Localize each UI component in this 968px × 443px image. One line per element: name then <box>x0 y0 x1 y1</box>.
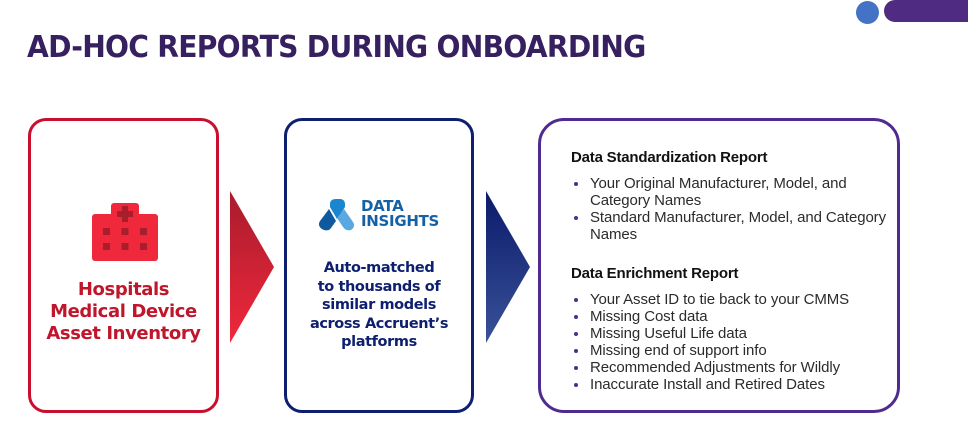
list-item: Your Original Manufacturer, Model, and C… <box>571 175 887 209</box>
insights-line: Auto-matched <box>323 260 435 276</box>
bullet-icon <box>574 315 578 319</box>
list-item-text: Your Asset ID to tie back to your CMMS <box>590 291 850 308</box>
bullet-icon <box>574 216 578 220</box>
hospital-label-line: Asset Inventory <box>46 323 201 344</box>
list-item-text: Inaccurate Install and Retired Dates <box>590 376 825 393</box>
insights-line: similar models <box>322 297 436 313</box>
report-heading: Data Standardization Report <box>571 149 768 166</box>
report-heading: Data Enrichment Report <box>571 265 739 282</box>
decorative-dot <box>856 1 879 24</box>
list-item: Your Asset ID to tie back to your CMMS <box>571 291 887 308</box>
hospital-inventory-card: Hospitals Medical Device Asset Inventory <box>28 118 219 413</box>
list-item-text: Missing Cost data <box>590 308 708 325</box>
arrow-right-icon <box>230 191 274 343</box>
bullet-icon <box>574 349 578 353</box>
reports-card: Data Standardization Report Your Origina… <box>538 118 900 413</box>
list-item-text: Standard Manufacturer, Model, and Catego… <box>590 209 886 243</box>
list-item: Missing Cost data <box>571 308 887 325</box>
arrow-right-icon <box>486 191 530 343</box>
data-insights-logo: DATA INSIGHTS <box>317 196 439 232</box>
list-item: Recommended Adjustments for Wildly <box>571 359 887 376</box>
insights-line: across Accruent’s <box>309 315 449 332</box>
list-item-text: Your Original Manufacturer, Model, and C… <box>590 175 847 209</box>
list-item-text: Recommended Adjustments for Wildly <box>590 359 841 376</box>
data-insights-card: DATA INSIGHTS Auto-matched to thousands … <box>284 118 474 413</box>
insights-line: to thousands of <box>317 278 441 295</box>
insights-line: platforms <box>341 334 417 350</box>
insights-description: Auto-matched to thousands of similar mod… <box>287 259 471 352</box>
report-list: Your Asset ID to tie back to your CMMS M… <box>571 291 887 393</box>
decorative-bar <box>884 0 968 22</box>
slide-title: AD-HOC REPORTS DURING ONBOARDING <box>27 30 646 65</box>
bullet-icon <box>574 332 578 336</box>
list-item-text: Missing end of support info <box>590 342 767 359</box>
bullet-icon <box>574 182 578 186</box>
logo-text-line: DATA <box>361 197 404 215</box>
list-item: Missing Useful Life data <box>571 325 887 342</box>
bullet-icon <box>574 298 578 302</box>
hospital-label-line: Medical Device <box>50 301 197 322</box>
bullet-icon <box>574 383 578 387</box>
list-item: Missing end of support info <box>571 342 887 359</box>
hospital-label: Hospitals Medical Device Asset Inventory <box>31 279 216 345</box>
list-item-text: Missing Useful Life data <box>590 325 747 342</box>
list-item: Inaccurate Install and Retired Dates <box>571 376 887 393</box>
data-insights-wordmark: DATA INSIGHTS <box>361 199 439 229</box>
hospital-label-line: Hospitals <box>77 279 170 300</box>
hospital-icon <box>92 203 158 261</box>
report-list: Your Original Manufacturer, Model, and C… <box>571 175 887 243</box>
enrichment-report-section: Data Enrichment Report Your Asset ID to … <box>571 265 887 393</box>
standardization-report-section: Data Standardization Report Your Origina… <box>571 149 887 243</box>
list-item: Standard Manufacturer, Model, and Catego… <box>571 209 887 243</box>
bullet-icon <box>574 366 578 370</box>
data-insights-logo-icon <box>318 199 355 231</box>
logo-text-line: INSIGHTS <box>361 212 440 230</box>
